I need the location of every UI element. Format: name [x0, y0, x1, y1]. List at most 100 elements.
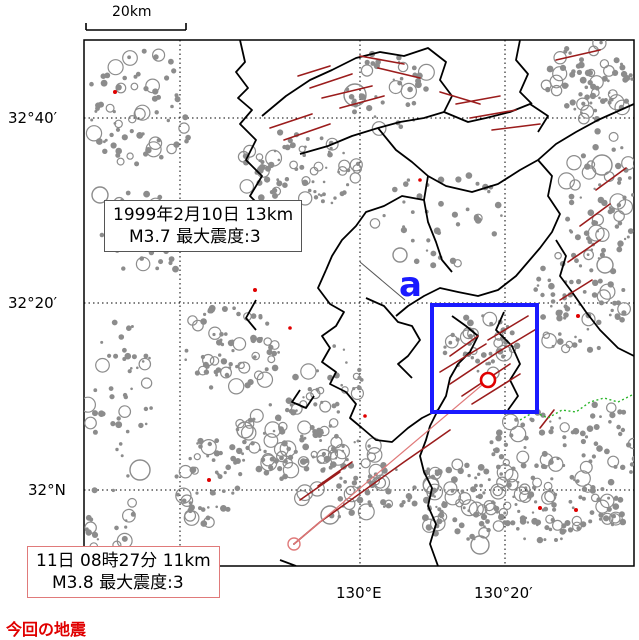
epicenter-dot: [445, 466, 453, 474]
epicenter-dot: [550, 299, 556, 304]
epicenter-dot: [575, 479, 580, 483]
epicenter-dot: [552, 66, 568, 82]
epicenter-dot: [118, 334, 125, 340]
epicenter-dot: [256, 336, 263, 344]
epicenter-ring: [320, 505, 340, 525]
epicenter-dot: [320, 199, 325, 204]
epicenter-dot: [200, 318, 207, 325]
epicenter-dot: [574, 335, 577, 339]
epicenter-dot: [279, 476, 284, 482]
epicenter-dot: [581, 453, 586, 458]
epicenter-dot: [584, 69, 592, 77]
epicenter-dot: [231, 349, 235, 353]
epicenter-dot: [172, 265, 179, 273]
epicenter-dot: [345, 485, 355, 496]
epicenter-dot: [475, 181, 480, 186]
current-leader-end: [287, 537, 301, 551]
epicenter-dot: [143, 190, 151, 198]
epicenter-dot: [288, 408, 294, 414]
epicenter-dot: [561, 523, 567, 529]
epicenter-dot: [277, 417, 281, 422]
epicenter-dot: [588, 519, 593, 524]
epicenter-dot: [571, 506, 575, 510]
epicenter-dot: [342, 348, 346, 351]
epicenter-dot: [107, 59, 124, 76]
epicenter-dot: [168, 260, 173, 266]
epicenter-dot: [130, 387, 133, 391]
epicenter-dot: [355, 161, 361, 166]
epicenter-dot: [273, 149, 277, 153]
epicenter-dot: [120, 454, 124, 458]
epicenter-dot: [451, 458, 464, 471]
epicenter-dot: [589, 101, 593, 105]
epicenter-dot: [277, 351, 280, 354]
epicenter-dot: [574, 234, 581, 241]
epicenter-dot: [474, 214, 479, 220]
epicenter-dot: [356, 385, 362, 391]
epicenter-dot: [569, 99, 576, 106]
epicenter-dot: [552, 507, 557, 512]
epicenter-dot: [124, 519, 128, 522]
epicenter-dot: [269, 456, 275, 462]
epicenter-dot: [548, 488, 552, 491]
epicenter-dot: [115, 152, 121, 158]
epicenter-dot: [412, 485, 417, 490]
epicenter-dot: [581, 101, 586, 106]
epicenter-dot: [125, 190, 131, 196]
epicenter-dot: [574, 258, 579, 264]
epicenter-dot: [458, 492, 472, 506]
epicenter-dot: [327, 151, 333, 158]
epicenter-dot: [477, 464, 485, 471]
epicenter-dot: [298, 191, 313, 206]
epicenter-dot: [629, 462, 634, 467]
epicenter-dot: [140, 377, 153, 389]
epicenter-dot: [465, 172, 473, 179]
epicenter-dot: [352, 109, 357, 115]
epicenter-dot: [402, 200, 406, 204]
epicenter-dot: [576, 526, 581, 531]
epicenter-dot: [339, 476, 343, 480]
epicenter-dot: [608, 131, 619, 142]
epicenter-ring: [236, 421, 254, 439]
epicenter-dot: [236, 447, 243, 455]
epicenter-dot: [612, 300, 618, 306]
epicenter-dot: [543, 481, 553, 491]
epicenter-dot: [503, 511, 507, 515]
epicenter-dot: [311, 455, 315, 459]
epicenter-dot: [629, 470, 633, 474]
epicenter-dot: [299, 164, 305, 170]
epicenter-dot: [89, 81, 94, 87]
epicenter-dot: [397, 61, 409, 73]
epicenter-dot: [587, 209, 595, 216]
epicenter-dot: [483, 525, 486, 528]
epicenter-dot: [550, 292, 556, 297]
epicenter-dot: [600, 487, 605, 492]
epicenter-dot: [557, 172, 576, 190]
epicenter-dot: [356, 498, 360, 501]
epicenter-dot: [470, 486, 477, 493]
epicenter-dot: [107, 353, 112, 358]
epicenter-dot: [395, 468, 398, 472]
lat-label-32-20: 32°20′: [8, 294, 58, 312]
epicenter-dot: [203, 516, 215, 528]
epicenter-dot: [494, 201, 502, 209]
epicenter-dot: [334, 401, 340, 407]
epicenter-dot: [546, 65, 554, 73]
epicenter-dot: [620, 464, 626, 470]
epicenter-dot: [540, 292, 545, 298]
epicenter-dot: [182, 114, 189, 121]
epicenter-dot: [373, 115, 377, 118]
epicenter-dot: [243, 144, 257, 158]
epicenter-dot: [105, 103, 115, 113]
lon-label-130-e: 130°E: [336, 584, 382, 602]
epicenter-dot: [247, 379, 254, 386]
epicenter-dot: [453, 259, 462, 268]
epicenter-dot: [116, 157, 125, 166]
epicenter-dot: [487, 189, 491, 194]
epicenter-dot: [609, 193, 626, 210]
epicenter-dot: [448, 340, 453, 345]
epicenter-dot: [268, 403, 272, 407]
epicenter-dot: [583, 249, 594, 261]
epicenter-dot: [309, 481, 325, 497]
epicenter-dot: [430, 262, 437, 269]
